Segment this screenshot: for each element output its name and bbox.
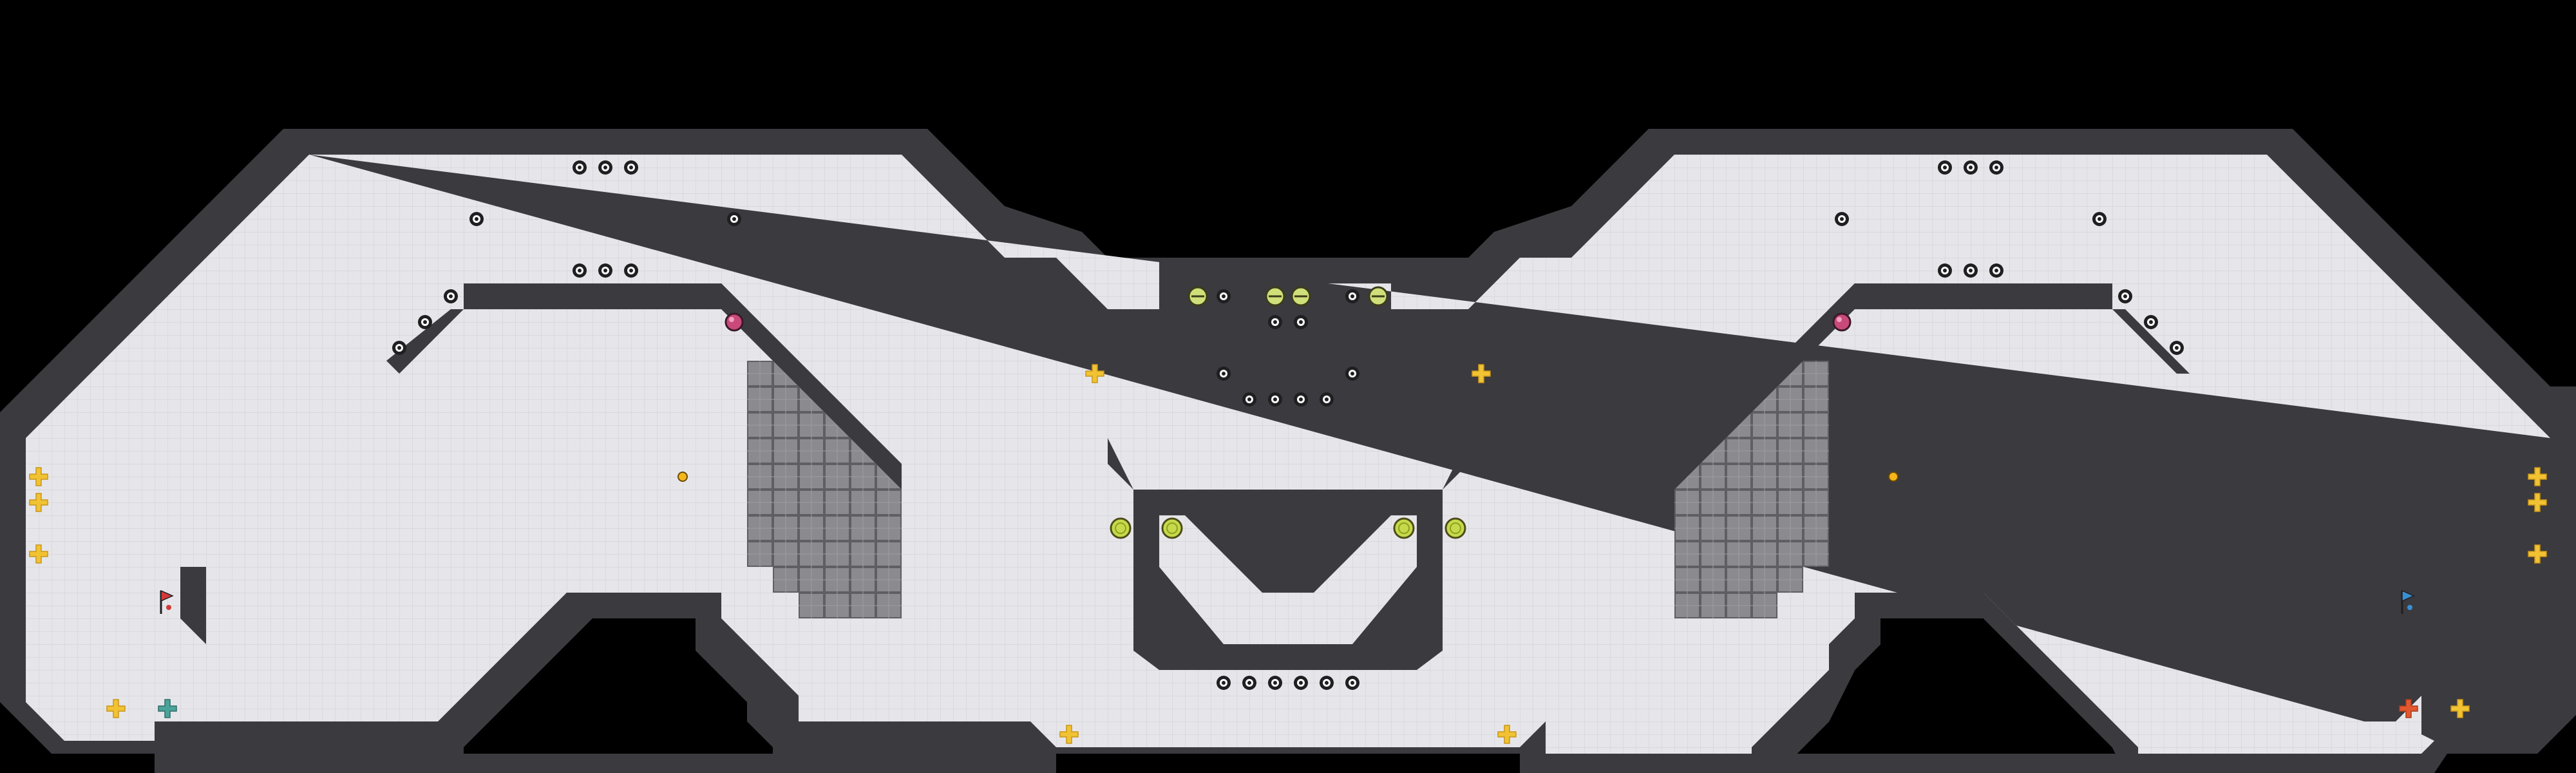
coin-icon bbox=[1888, 472, 1899, 482]
mine-icon bbox=[1964, 263, 1978, 278]
left-mesh-grate bbox=[747, 361, 902, 618]
mine-icon bbox=[2170, 341, 2184, 355]
mine-icon bbox=[2092, 212, 2107, 226]
mine-icon bbox=[1345, 289, 1359, 303]
mine-icon bbox=[1938, 263, 1952, 278]
orb-icon bbox=[724, 312, 744, 332]
mine-icon bbox=[1294, 392, 1308, 406]
right-diagonal bbox=[1674, 283, 1855, 490]
mine-icon bbox=[1268, 392, 1282, 406]
coins bbox=[677, 472, 1899, 482]
right-spike-wall bbox=[2370, 567, 2396, 644]
center-u-wedge bbox=[1185, 515, 1391, 593]
mine-icon bbox=[1242, 676, 1256, 690]
mine-icon bbox=[1320, 676, 1334, 690]
orb-icon bbox=[1832, 312, 1852, 332]
mine-icon bbox=[1217, 367, 1231, 381]
left-pit-rim bbox=[438, 593, 824, 773]
left-ledge bbox=[464, 283, 747, 309]
mine-icon bbox=[469, 212, 484, 226]
right-pit-rim bbox=[1752, 593, 2138, 773]
mine-icon bbox=[1938, 160, 1952, 175]
mine-icon bbox=[1989, 160, 2003, 175]
mine-icon bbox=[573, 263, 587, 278]
right-pit bbox=[1777, 618, 2125, 773]
mine-icon bbox=[624, 160, 638, 175]
bumper-icon bbox=[1265, 286, 1285, 307]
orbs bbox=[724, 312, 1852, 332]
bumper-icon bbox=[1291, 286, 1311, 307]
right-ledge bbox=[1829, 283, 2112, 309]
bumper-icon bbox=[1110, 517, 1132, 539]
mine-icon bbox=[598, 263, 612, 278]
flag-icon bbox=[2401, 589, 2415, 614]
mine-icon bbox=[2144, 315, 2158, 329]
right-ramp-wall bbox=[2112, 309, 2190, 374]
mine-icon bbox=[598, 160, 612, 175]
mine-icon bbox=[1320, 392, 1334, 406]
left-diagonal bbox=[721, 283, 902, 490]
mine-icon bbox=[1835, 212, 1849, 226]
right-mesh-grate bbox=[1674, 361, 1829, 618]
bumper-icon bbox=[1188, 286, 1208, 307]
mine-icon bbox=[1268, 315, 1282, 329]
bumper-icon bbox=[1393, 517, 1415, 539]
mine-icon bbox=[1268, 676, 1282, 690]
bottom-wall-right bbox=[1520, 754, 2434, 773]
bottom-wall bbox=[155, 754, 1056, 773]
left-spike-wall bbox=[180, 567, 206, 644]
mine-icon bbox=[1989, 263, 2003, 278]
coin-icon bbox=[677, 472, 688, 482]
mine-icon bbox=[1294, 676, 1308, 690]
mine-icon bbox=[727, 212, 741, 226]
bumper-icon bbox=[1444, 517, 1466, 539]
mine-icon bbox=[1217, 289, 1231, 303]
left-pit bbox=[451, 618, 773, 773]
mine-icon bbox=[444, 289, 458, 303]
mine-icon bbox=[1217, 676, 1231, 690]
mine-icon bbox=[1345, 367, 1359, 381]
top-alcove-wall bbox=[1159, 258, 1417, 309]
bumper-icon bbox=[1368, 286, 1388, 307]
mine-icon bbox=[624, 263, 638, 278]
mine-icon bbox=[573, 160, 587, 175]
mine-icon bbox=[392, 341, 406, 355]
mine-icon bbox=[418, 315, 432, 329]
bumper-icon bbox=[1161, 517, 1183, 539]
mine-icon bbox=[1964, 160, 1978, 175]
mine-icon bbox=[1294, 315, 1308, 329]
left-ramp-wall bbox=[386, 309, 464, 374]
mine-icon bbox=[2118, 289, 2132, 303]
flag-icon bbox=[160, 589, 174, 614]
mine-icon bbox=[1345, 676, 1359, 690]
mine-icon bbox=[1242, 392, 1256, 406]
